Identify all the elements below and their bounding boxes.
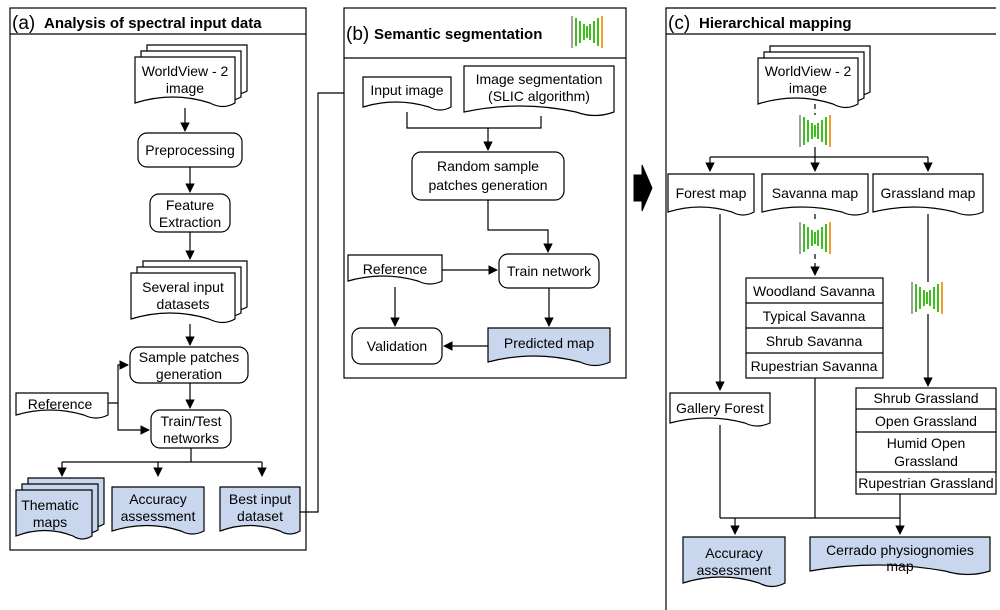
worldview-label-2: image — [166, 80, 204, 96]
savanna-class-typical: Typical Savanna — [763, 308, 866, 324]
savanna-class-woodland: Woodland Savanna — [753, 283, 875, 299]
grass-class-humid-1: Humid Open — [887, 435, 966, 451]
cerrado-label-1: Cerrado physiognomies — [826, 542, 974, 558]
panel-b-title: Semantic segmentation — [374, 26, 542, 43]
accuracy-c-label-1: Accuracy — [705, 545, 763, 561]
savanna-map-doc — [761, 173, 869, 216]
network-icon-c2 — [799, 221, 831, 255]
gallery-forest-doc — [669, 392, 771, 427]
accuracy-a-label-1: Accuracy — [129, 491, 187, 507]
sample-patches-box — [129, 346, 249, 384]
best-label-1: Best input — [229, 491, 291, 507]
sample-label-2: generation — [156, 366, 222, 382]
train-test-label-2: networks — [163, 430, 219, 446]
savanna-class-rupestrian: Rupestrian Savanna — [751, 358, 878, 374]
panel-transition-arrow — [633, 164, 653, 212]
accuracy-a-label-2: assessment — [121, 508, 196, 524]
grass-class-rupestrian: Rupestrian Grassland — [858, 475, 993, 491]
thematic-maps-stack: Thematic maps — [15, 477, 105, 540]
network-icon-c3 — [911, 281, 943, 315]
cerrado-label-2: map — [886, 558, 913, 574]
reference-doc-a — [15, 392, 109, 419]
worldview-c-label-1: WorldView - 2 — [765, 63, 852, 79]
worldview-c-label-2: image — [789, 80, 827, 96]
random-label-1: Random sample — [437, 158, 539, 174]
worldview-image-stack: WorldView - 2 image — [134, 44, 248, 108]
feature-label-1: Feature — [166, 197, 214, 213]
sample-label-1: Sample patches — [139, 349, 239, 365]
grass-class-humid-2: Grassland — [894, 453, 958, 469]
network-icon-c1 — [799, 114, 831, 148]
panel-a-tag: (a) — [12, 13, 35, 34]
panel-a: (a) Analysis of spectral input data Worl… — [9, 7, 307, 551]
savanna-map-label: Savanna map — [772, 185, 859, 201]
best-to-input-connector — [300, 88, 362, 513]
train-test-label-1: Train/Test — [161, 413, 222, 429]
reference-label-a: Reference — [28, 396, 93, 412]
validation-box — [351, 327, 443, 365]
panel-b-tag: (b) — [346, 24, 369, 45]
grass-class-open: Open Grassland — [875, 413, 977, 429]
random-label-2: patches generation — [428, 177, 547, 193]
best-label-2: dataset — [237, 508, 283, 524]
reference-label-b: Reference — [363, 261, 428, 277]
thematic-label-2: maps — [33, 514, 67, 530]
savanna-class-shrub: Shrub Savanna — [766, 333, 863, 349]
predicted-map-doc — [487, 327, 611, 367]
savanna-classes-table: Woodland Savanna Typical Savanna Shrub S… — [745, 277, 884, 379]
several-label-1: Several input — [142, 279, 224, 295]
input-image-label: Input image — [370, 82, 443, 98]
panel-c: (c) Hierarchical mapping WorldView - 2 i… — [665, 7, 997, 610]
accuracy-doc-c — [682, 536, 786, 588]
several-label-2: datasets — [157, 296, 210, 312]
grassland-classes-table: Shrub Grassland Open Grassland Humid Ope… — [855, 387, 997, 495]
segmentation-label-2: (SLIC algorithm) — [488, 88, 590, 104]
forest-map-label: Forest map — [676, 185, 747, 201]
segmentation-label-1: Image segmentation — [476, 71, 603, 87]
panel-b: (b) Semantic segmentation Input image Im… — [343, 7, 627, 379]
train-network-label: Train network — [507, 263, 592, 279]
panel-c-tag: (c) — [668, 13, 690, 34]
predicted-label: Predicted map — [504, 335, 594, 351]
accuracy-c-label-2: assessment — [697, 562, 772, 578]
panel-c-frame — [665, 7, 996, 610]
reference-doc-b — [347, 254, 443, 285]
worldview-image-stack-c: WorldView - 2 image — [757, 45, 871, 109]
several-datasets-stack: Several input datasets — [130, 260, 248, 324]
panel-a-title: Analysis of spectral input data — [44, 15, 262, 32]
thematic-label-1: Thematic — [21, 497, 79, 513]
forest-map-doc — [667, 173, 755, 216]
accuracy-doc-a — [111, 486, 205, 535]
input-image-doc — [362, 76, 452, 111]
grassland-map-doc — [872, 173, 984, 216]
image-segmentation-doc — [463, 65, 615, 117]
grass-class-shrub: Shrub Grassland — [873, 390, 978, 406]
best-input-doc — [219, 486, 301, 535]
panel-c-title: Hierarchical mapping — [699, 15, 852, 32]
gallery-forest-label: Gallery Forest — [676, 400, 764, 416]
preprocessing-label: Preprocessing — [145, 142, 235, 158]
validation-label: Validation — [367, 338, 427, 354]
feature-label-2: Extraction — [159, 214, 221, 230]
grassland-map-label: Grassland map — [881, 185, 976, 201]
cerrado-map-doc — [809, 536, 991, 576]
worldview-label-1: WorldView - 2 — [142, 63, 229, 79]
